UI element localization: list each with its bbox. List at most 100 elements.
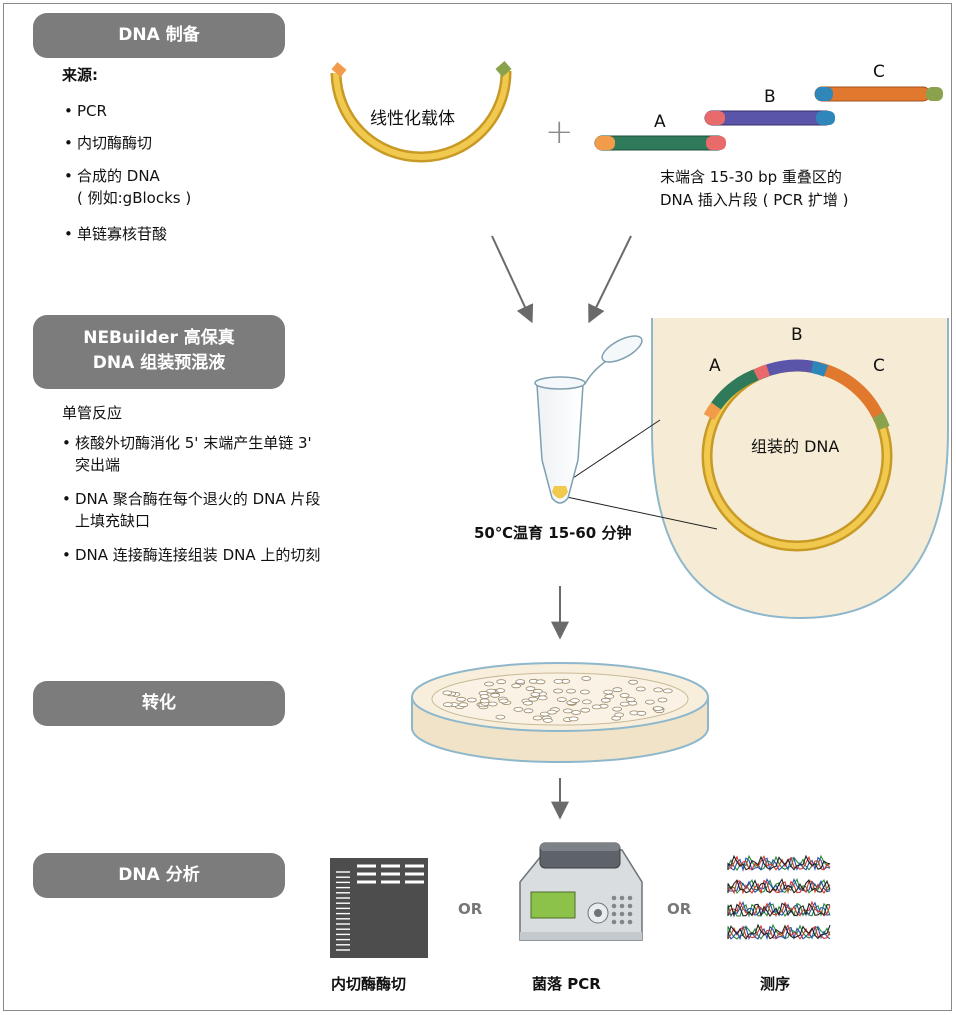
colony	[628, 679, 638, 685]
colony	[581, 676, 592, 681]
colony	[657, 697, 668, 703]
source-item-label: 单链寡核苷酸	[77, 225, 168, 243]
reaction-step-line: DNA 连接酶连接组装 DNA 上的切刻	[75, 546, 321, 564]
source-item-label: PCR	[77, 102, 107, 120]
colony	[581, 699, 592, 705]
assembled-label-c: C	[873, 356, 885, 376]
colony	[456, 696, 467, 702]
colony	[570, 698, 580, 703]
colony	[563, 708, 573, 714]
colony	[496, 679, 507, 685]
reaction-step-line: 核酸外切酶消化 5' 末端产生单链 3'	[75, 434, 312, 452]
colony	[571, 710, 581, 715]
trace-line	[727, 902, 831, 918]
fragment-label-b: B	[764, 87, 776, 107]
colony	[662, 688, 673, 694]
colonies	[442, 676, 673, 723]
assembled-dna-circle	[701, 359, 893, 552]
source-item-oligo: •单链寡核苷酸	[64, 225, 168, 243]
reaction-step-polymerase: •DNA 聚合酶在每个退火的 DNA 片段上填充缺口	[62, 490, 321, 530]
colony	[636, 710, 647, 716]
colony	[591, 704, 602, 710]
fragment-a	[594, 135, 726, 151]
colony	[612, 706, 622, 712]
trace-line	[727, 878, 831, 894]
colony	[537, 695, 548, 701]
method-digest-caption: 内切酶酶切	[331, 975, 407, 993]
insert-caption-line1: 末端含 15-30 bp 重叠区的	[660, 168, 842, 186]
colony	[511, 683, 522, 689]
colony	[487, 701, 498, 707]
thermal-cycler	[519, 842, 643, 941]
keypad-button	[627, 903, 633, 909]
colony	[543, 718, 553, 723]
vector-label: 线性化载体	[370, 109, 455, 129]
trace-line	[727, 856, 831, 872]
assembled-dna-label: 组装的 DNA	[751, 437, 840, 456]
keypad-button	[619, 919, 625, 925]
sources-heading: 来源:	[62, 66, 98, 84]
colony	[532, 715, 543, 721]
keypad-button	[611, 903, 617, 909]
or-label-2: OR	[667, 900, 692, 918]
colony	[619, 693, 630, 698]
keypad-button	[619, 895, 625, 901]
zoom-line-bottom	[561, 495, 718, 530]
colony	[625, 697, 636, 702]
insert-caption-line2: DNA 插入片段 ( PCR 扩增 )	[660, 191, 849, 209]
colony	[600, 697, 611, 703]
incubation-label: 50℃温育 15-60 分钟	[474, 524, 632, 542]
fragment-b	[704, 110, 835, 126]
assembled-label-b: B	[791, 325, 803, 345]
reaction-step-line: 突出端	[75, 456, 121, 474]
colony	[458, 702, 469, 708]
colony	[568, 716, 579, 722]
trace-line	[727, 923, 831, 940]
fragment-c	[814, 86, 943, 102]
colony	[653, 687, 663, 693]
step-dna-prep: DNA 制备	[33, 13, 285, 58]
linearized-vector	[330, 61, 512, 163]
fragment-label-a: A	[654, 112, 666, 132]
colony	[553, 688, 563, 694]
colony	[515, 679, 526, 684]
colony	[603, 689, 614, 695]
source-item-label: 内切酶酶切	[77, 134, 153, 152]
plus-sign: +	[545, 112, 574, 152]
source-item-label: 合成的 DNA	[77, 167, 160, 185]
keypad-button	[611, 911, 617, 917]
colony	[604, 694, 615, 699]
arrow-inserts-to-tube	[588, 235, 632, 324]
colony	[547, 709, 557, 715]
colony	[484, 681, 494, 687]
step-nebuilder-assembly: NEBuilder 高保真 DNA 组装预混液	[33, 315, 285, 389]
zoom-line-top	[557, 419, 661, 489]
keypad-button	[611, 919, 617, 925]
source-synth-note: ( 例如:gBlocks )	[77, 189, 192, 207]
reaction-step-ligase: •DNA 连接酶连接组装 DNA 上的切刻	[62, 546, 321, 564]
figure-frame	[3, 3, 952, 1011]
petri-dish	[411, 662, 709, 763]
keypad-button	[627, 895, 633, 901]
colony	[525, 686, 536, 692]
colony	[612, 687, 623, 693]
arrow-vector-to-tube	[491, 235, 534, 324]
colony	[523, 708, 534, 714]
reaction-step-line: 上填充缺口	[75, 512, 151, 530]
step-nebuilder-line2: DNA 组装预混液	[92, 353, 226, 373]
colony	[645, 699, 655, 705]
method-colony-pcr-caption: 菌落 PCR	[532, 975, 601, 993]
colony	[479, 694, 490, 699]
colony	[556, 697, 567, 702]
colony	[553, 679, 564, 684]
step-nebuilder-line1: NEBuilder 高保真	[83, 328, 235, 348]
fragment-label-c: C	[873, 62, 885, 82]
colony	[614, 712, 624, 718]
trace-line	[727, 879, 831, 895]
step-dna-analysis: DNA 分析	[33, 853, 285, 898]
method-sequencing-caption: 测序	[760, 975, 791, 993]
colony	[442, 702, 453, 707]
colony	[580, 707, 591, 713]
trace-line	[727, 854, 831, 871]
